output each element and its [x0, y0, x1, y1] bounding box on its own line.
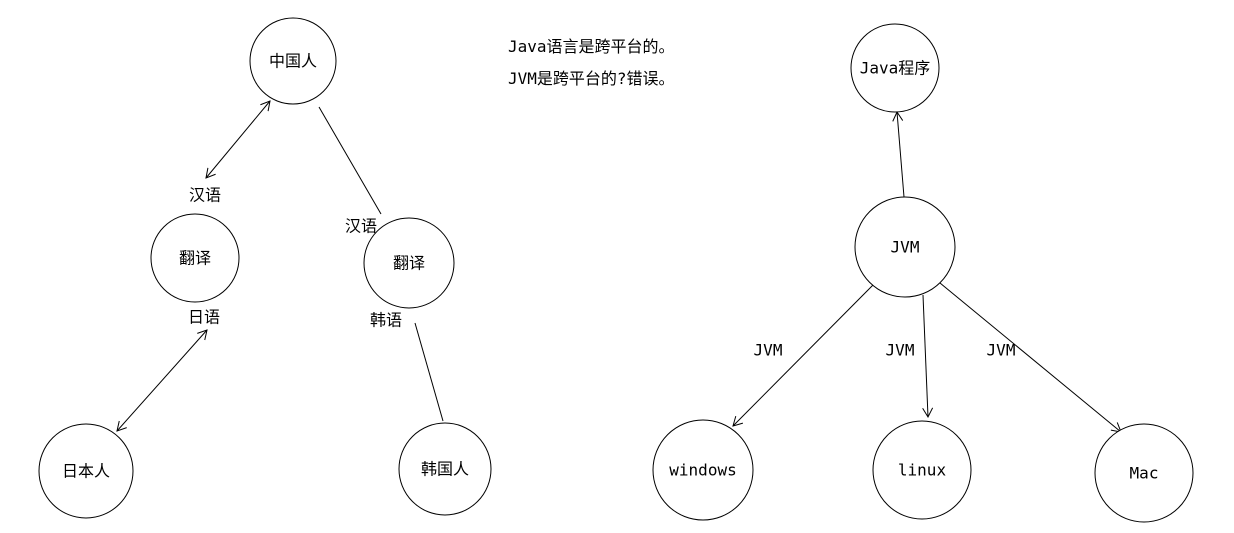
- node-linux: [872, 420, 972, 520]
- label-japanese-language: 日语: [188, 308, 220, 327]
- label-chinese-language-left: 汉语: [189, 186, 221, 205]
- node-windows: [652, 419, 754, 521]
- node-translator-right: [363, 217, 455, 309]
- edge-jvm-to-linux: [922, 294, 934, 419]
- label-jvm-on-windows-edge: JVM: [754, 341, 783, 360]
- node-jvm: [854, 196, 956, 298]
- node-label-japanese-person: 日本人: [62, 462, 110, 481]
- edge-translator-right-to-korean-person: [414, 322, 444, 422]
- node-korean-person: [398, 422, 492, 516]
- edge-riyu-to-japanese-person: [116, 329, 208, 432]
- node-translator-left: [150, 213, 240, 303]
- node-label-mac: Mac: [1130, 464, 1159, 483]
- node-label-translator-right: 翻译: [393, 254, 425, 273]
- label-jvm-on-mac-edge: JVM: [987, 341, 1016, 360]
- node-label-jvm: JVM: [891, 238, 920, 257]
- edge-jvm-to-java-program: [892, 110, 905, 198]
- label-jvm-on-linux-edge: JVM: [886, 341, 915, 360]
- node-mac: [1094, 423, 1194, 523]
- node-java-program: [850, 23, 940, 113]
- node-label-windows: windows: [669, 461, 736, 480]
- node-label-korean-person: 韩国人: [421, 460, 469, 479]
- node-label-java-program: Java程序: [860, 59, 931, 78]
- label-korean-language: 韩语: [370, 311, 402, 330]
- node-japanese-person: [38, 423, 134, 519]
- jvm-cross-platform-diagram: Java程序 JVM windows linux Mac JVM JVM JVM: [652, 23, 1194, 523]
- edge-chinese-person-to-translator-right: [318, 106, 382, 215]
- label-chinese-language-right: 汉语: [345, 217, 377, 236]
- node-chinese-person: [249, 17, 337, 105]
- node-label-translator-left: 翻译: [179, 249, 211, 268]
- annotation-jvm-not-cross-platform: JVM是跨平台的?错误。: [508, 69, 675, 88]
- edge-chinese-person-to-hanyu: [205, 100, 271, 179]
- node-label-chinese-person: 中国人: [269, 52, 317, 71]
- edge-jvm-to-windows: [732, 283, 875, 427]
- annotation-java-cross-platform: Java语言是跨平台的。: [508, 37, 675, 56]
- edge-jvm-to-mac: [939, 282, 1122, 433]
- node-label-linux: linux: [898, 461, 947, 480]
